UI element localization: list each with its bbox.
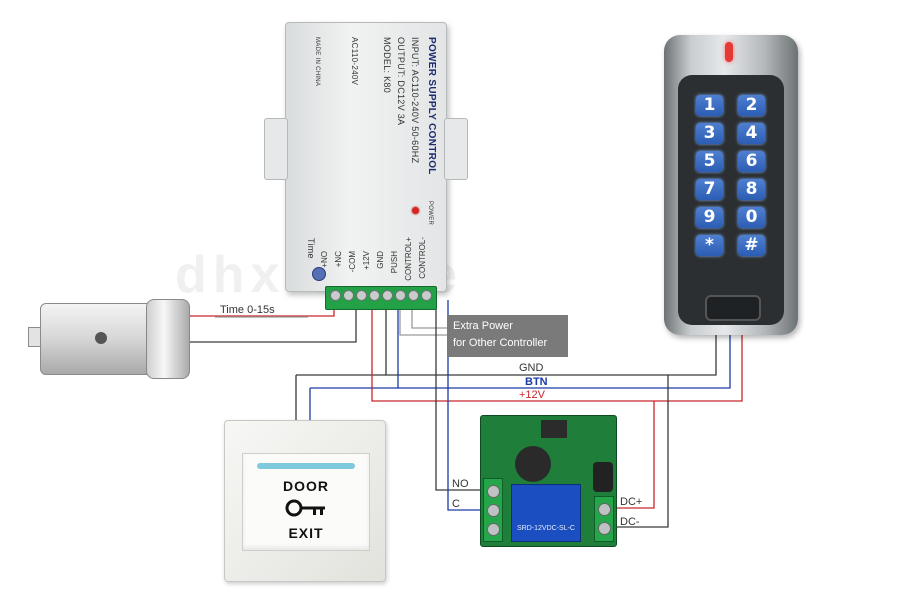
- terminal-screw-icon: [487, 523, 500, 536]
- terminal-screw-icon: [487, 504, 500, 517]
- c-label: C: [452, 498, 460, 510]
- dc-plus-label: DC+: [620, 496, 643, 508]
- v12-label: +12V: [519, 389, 545, 401]
- btn-to-exit: [309, 387, 398, 420]
- chip-icon: [541, 420, 567, 438]
- key-icon: [285, 499, 325, 517]
- access-keypad: 1 2 3 4 5 6 7 8 9 0 * #: [664, 35, 798, 335]
- key-9[interactable]: 9: [696, 207, 723, 228]
- terminal-label-com: -COM: [348, 251, 357, 273]
- relay-terminal-left: [483, 478, 503, 542]
- btn-wire: [397, 300, 731, 389]
- psu-made-in: MADE IN CHINA: [314, 37, 320, 87]
- key-5[interactable]: 5: [696, 151, 723, 172]
- key-8[interactable]: 8: [738, 179, 765, 200]
- btn-label: BTN: [525, 376, 548, 388]
- dc-minus-wire: [606, 375, 669, 528]
- lock-cylinder-icon: [146, 299, 190, 379]
- no-wire: [435, 300, 492, 491]
- keypad-face: 1 2 3 4 5 6 7 8 9 0 * #: [678, 75, 784, 325]
- door-exit-button-plate: DOOR EXIT: [224, 420, 386, 582]
- no-label: NO: [452, 478, 469, 490]
- exit-button-bottom-text: EXIT: [288, 525, 324, 541]
- gnd-wire: [385, 300, 717, 376]
- key-4[interactable]: 4: [738, 123, 765, 144]
- terminal-screw-icon: [408, 290, 419, 301]
- key-hash[interactable]: #: [738, 235, 765, 256]
- relay-component: SRD-12VDC-SL-C: [511, 484, 581, 542]
- keyhole-icon: [95, 332, 107, 344]
- key-star[interactable]: *: [696, 235, 723, 256]
- time-range-label: Time 0-15s: [220, 304, 275, 316]
- capacitor-icon: [593, 462, 613, 492]
- gnd-to-exit: [295, 374, 386, 420]
- relay-part-number: SRD-12VDC-SL-C: [517, 525, 575, 532]
- terminal-screw-icon: [382, 290, 393, 301]
- terminal-label-no: +NO: [320, 251, 329, 268]
- psu-input-spec: INPUT: AC110-240V 50-60HZ: [410, 37, 420, 164]
- terminal-screw-icon: [598, 522, 611, 535]
- terminal-screw-icon: [343, 290, 354, 301]
- key-0[interactable]: 0: [738, 207, 765, 228]
- gnd-label: GND: [519, 362, 544, 374]
- psu-title: POWER SUPPLY CONTROL: [426, 37, 437, 175]
- dc-minus-label: DC-: [620, 516, 640, 528]
- extra-power-line1: Extra Power: [453, 320, 513, 332]
- relay-module: SRD-12VDC-SL-C: [480, 415, 617, 547]
- mounting-ear-right: [444, 118, 468, 180]
- door-exit-button[interactable]: DOOR EXIT: [242, 453, 370, 551]
- terminal-screw-icon: [421, 290, 432, 301]
- c-wire: [447, 300, 492, 511]
- keypad-led-icon: [725, 42, 733, 62]
- terminal-screw-icon: [487, 485, 500, 498]
- extra-power-line2: for Other Controller: [453, 337, 548, 349]
- mounting-ear-left: [264, 118, 288, 180]
- terminal-screw-icon: [395, 290, 406, 301]
- psu-ac-range: AC110-240V: [350, 37, 359, 86]
- card-reader-icon: [705, 295, 761, 321]
- electric-lock: [28, 295, 196, 379]
- terminal-label-gnd: GND: [376, 251, 385, 269]
- key-6[interactable]: 6: [738, 151, 765, 172]
- relay-terminal-right: [594, 496, 614, 542]
- key-7[interactable]: 7: [696, 179, 723, 200]
- exit-button-top-text: DOOR: [283, 478, 329, 494]
- antenna-coil-icon: [515, 446, 551, 482]
- time-knob-label: Time: [306, 238, 316, 259]
- terminal-block: [325, 286, 437, 310]
- psu-output-spec: OUTPUT: DC12V 3A: [396, 37, 406, 126]
- terminal-screw-icon: [369, 290, 380, 301]
- lock-wire-bottom: [190, 300, 357, 343]
- terminal-label-control-plus: CONTROL+: [404, 237, 413, 281]
- extra-power-callout: Extra Power for Other Controller: [447, 315, 568, 357]
- key-2[interactable]: 2: [738, 95, 765, 116]
- lock-body: [40, 303, 160, 375]
- exit-indicator-bar: [257, 463, 355, 469]
- time-knob-icon: [312, 267, 326, 281]
- dc-plus-wire: [606, 401, 655, 509]
- psu-model: MODEL: K80: [382, 37, 392, 94]
- terminal-label-push: PUSH: [390, 251, 399, 274]
- power-led-label: POWER: [427, 201, 433, 226]
- v12-wire: [371, 300, 743, 402]
- terminal-label-12v: +12V: [362, 251, 371, 270]
- terminal-label-nc: +NC: [334, 251, 343, 268]
- power-led-icon: [412, 207, 419, 214]
- key-3[interactable]: 3: [696, 123, 723, 144]
- terminal-screw-icon: [330, 290, 341, 301]
- terminal-label-control-minus: CONTROL-: [418, 237, 427, 279]
- terminal-screw-icon: [598, 503, 611, 516]
- terminal-screw-icon: [356, 290, 367, 301]
- power-supply-unit: POWER SUPPLY CONTROL INPUT: AC110-240V 5…: [264, 22, 468, 292]
- key-1[interactable]: 1: [696, 95, 723, 116]
